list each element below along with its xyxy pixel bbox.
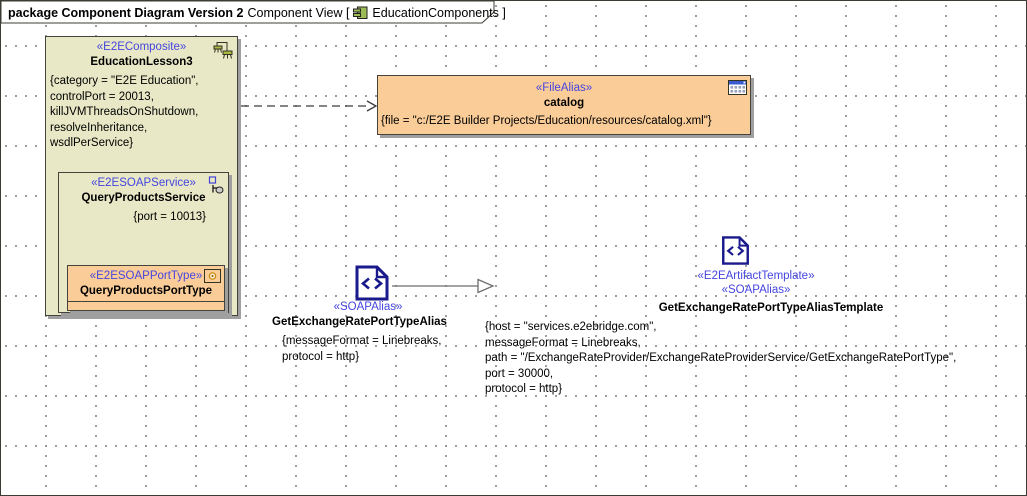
node-query-products-port-type[interactable]: «E2ESOAPPortType» QueryProductsPortType xyxy=(67,265,225,311)
template-binding-arrow[interactable] xyxy=(392,278,495,294)
header-package-label: package Component Diagram Version 2 xyxy=(8,5,244,20)
template-properties: {host = "services.e2ebridge.com", messag… xyxy=(485,321,957,395)
node-query-products-service[interactable]: «E2ESOAPService» QueryProductsService {p… xyxy=(58,172,229,313)
alias-properties: {messageFormat = Linebreaks, protocol = … xyxy=(282,335,442,363)
node-properties: {port = 10013} xyxy=(133,211,206,223)
node-name: catalog xyxy=(543,97,585,109)
soap-service-icon xyxy=(208,176,224,194)
header-diagram-name: EducationComponents ] xyxy=(372,5,506,20)
composite-structure-icon xyxy=(213,42,233,59)
alias-stereotype: «SOAPAlias» xyxy=(333,301,403,313)
node-catalog[interactable]: «FileAlias» catalog {file = "c:/E2E Buil… xyxy=(377,75,751,135)
node-name: EducationLesson3 xyxy=(90,56,193,68)
alias-name: GetExchangeRatePortTypeAlias xyxy=(272,316,447,328)
stereotype-label: «E2EComposite» xyxy=(96,41,187,53)
node-name: QueryProductsPortType xyxy=(79,285,213,297)
file-table-icon xyxy=(728,80,747,95)
stereotype-label: «E2ESOAPService» xyxy=(91,177,196,189)
node-properties: {category = "E2E Education", controlPort… xyxy=(50,75,199,149)
compartment-divider xyxy=(68,301,224,302)
component-icon xyxy=(353,6,368,19)
diagram-header: package Component Diagram Version 2 Comp… xyxy=(8,4,506,21)
header-diagram-type: Component View [ xyxy=(247,5,350,20)
node-education-lesson3[interactable]: «E2EComposite» EducationLesson3 {categor… xyxy=(45,36,238,316)
template-name: GetExchangeRatePortTypeAliasTemplate xyxy=(658,302,884,314)
soap-alias-code-document-icon[interactable] xyxy=(353,264,391,302)
stereotype-label: «FileAlias» xyxy=(535,82,593,94)
dependency-arrow[interactable] xyxy=(241,100,378,112)
node-name: QueryProductsService xyxy=(81,192,206,204)
stereotype-label: «E2ESOAPPortType» xyxy=(89,270,203,282)
template-stereotype-1: «E2EArtifactTemplate» xyxy=(697,270,815,282)
template-stereotype-2: «SOAPAlias» xyxy=(721,284,791,296)
port-type-icon xyxy=(204,269,221,283)
node-properties: {file = "c:/E2E Builder Projects/Educati… xyxy=(381,115,712,127)
template-code-document-icon[interactable] xyxy=(720,235,751,266)
diagram-frame-header xyxy=(1,1,495,24)
